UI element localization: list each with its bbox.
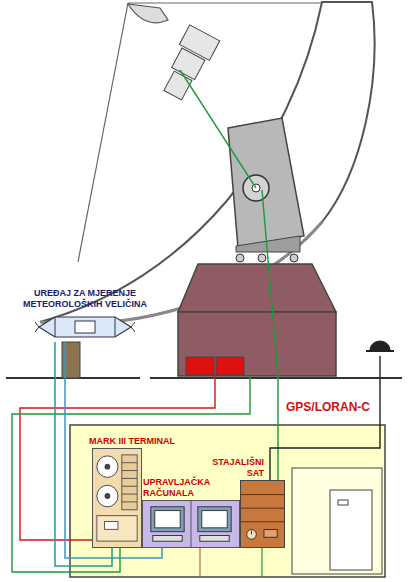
component-drawing: [93, 449, 141, 547]
component-drawing: [143, 501, 239, 547]
station-clock: STAJALIŠNI SAT: [240, 480, 285, 548]
component-drawing: [241, 481, 284, 547]
computer-group: UPRAVLJAČKA RAČUNALA: [142, 500, 240, 548]
component-label: MARK III TERMINAL: [89, 436, 179, 446]
component-drawing: [35, 312, 135, 342]
terminal-rack: MARK III TERMINAL: [92, 448, 142, 548]
component-label: UPRAVLJAČKA RAČUNALA: [143, 477, 215, 498]
meteo-device: UREĐAJ ZA MJERENJE METEOROLOŠKIH VELIČIN…: [35, 312, 135, 342]
system-label: GPS/LORAN-C: [286, 400, 370, 414]
component-label: UREĐAJ ZA MJERENJE METEOROLOŠKIH VELIČIN…: [10, 288, 160, 309]
component-label: STAJALIŠNI SAT: [202, 457, 264, 478]
